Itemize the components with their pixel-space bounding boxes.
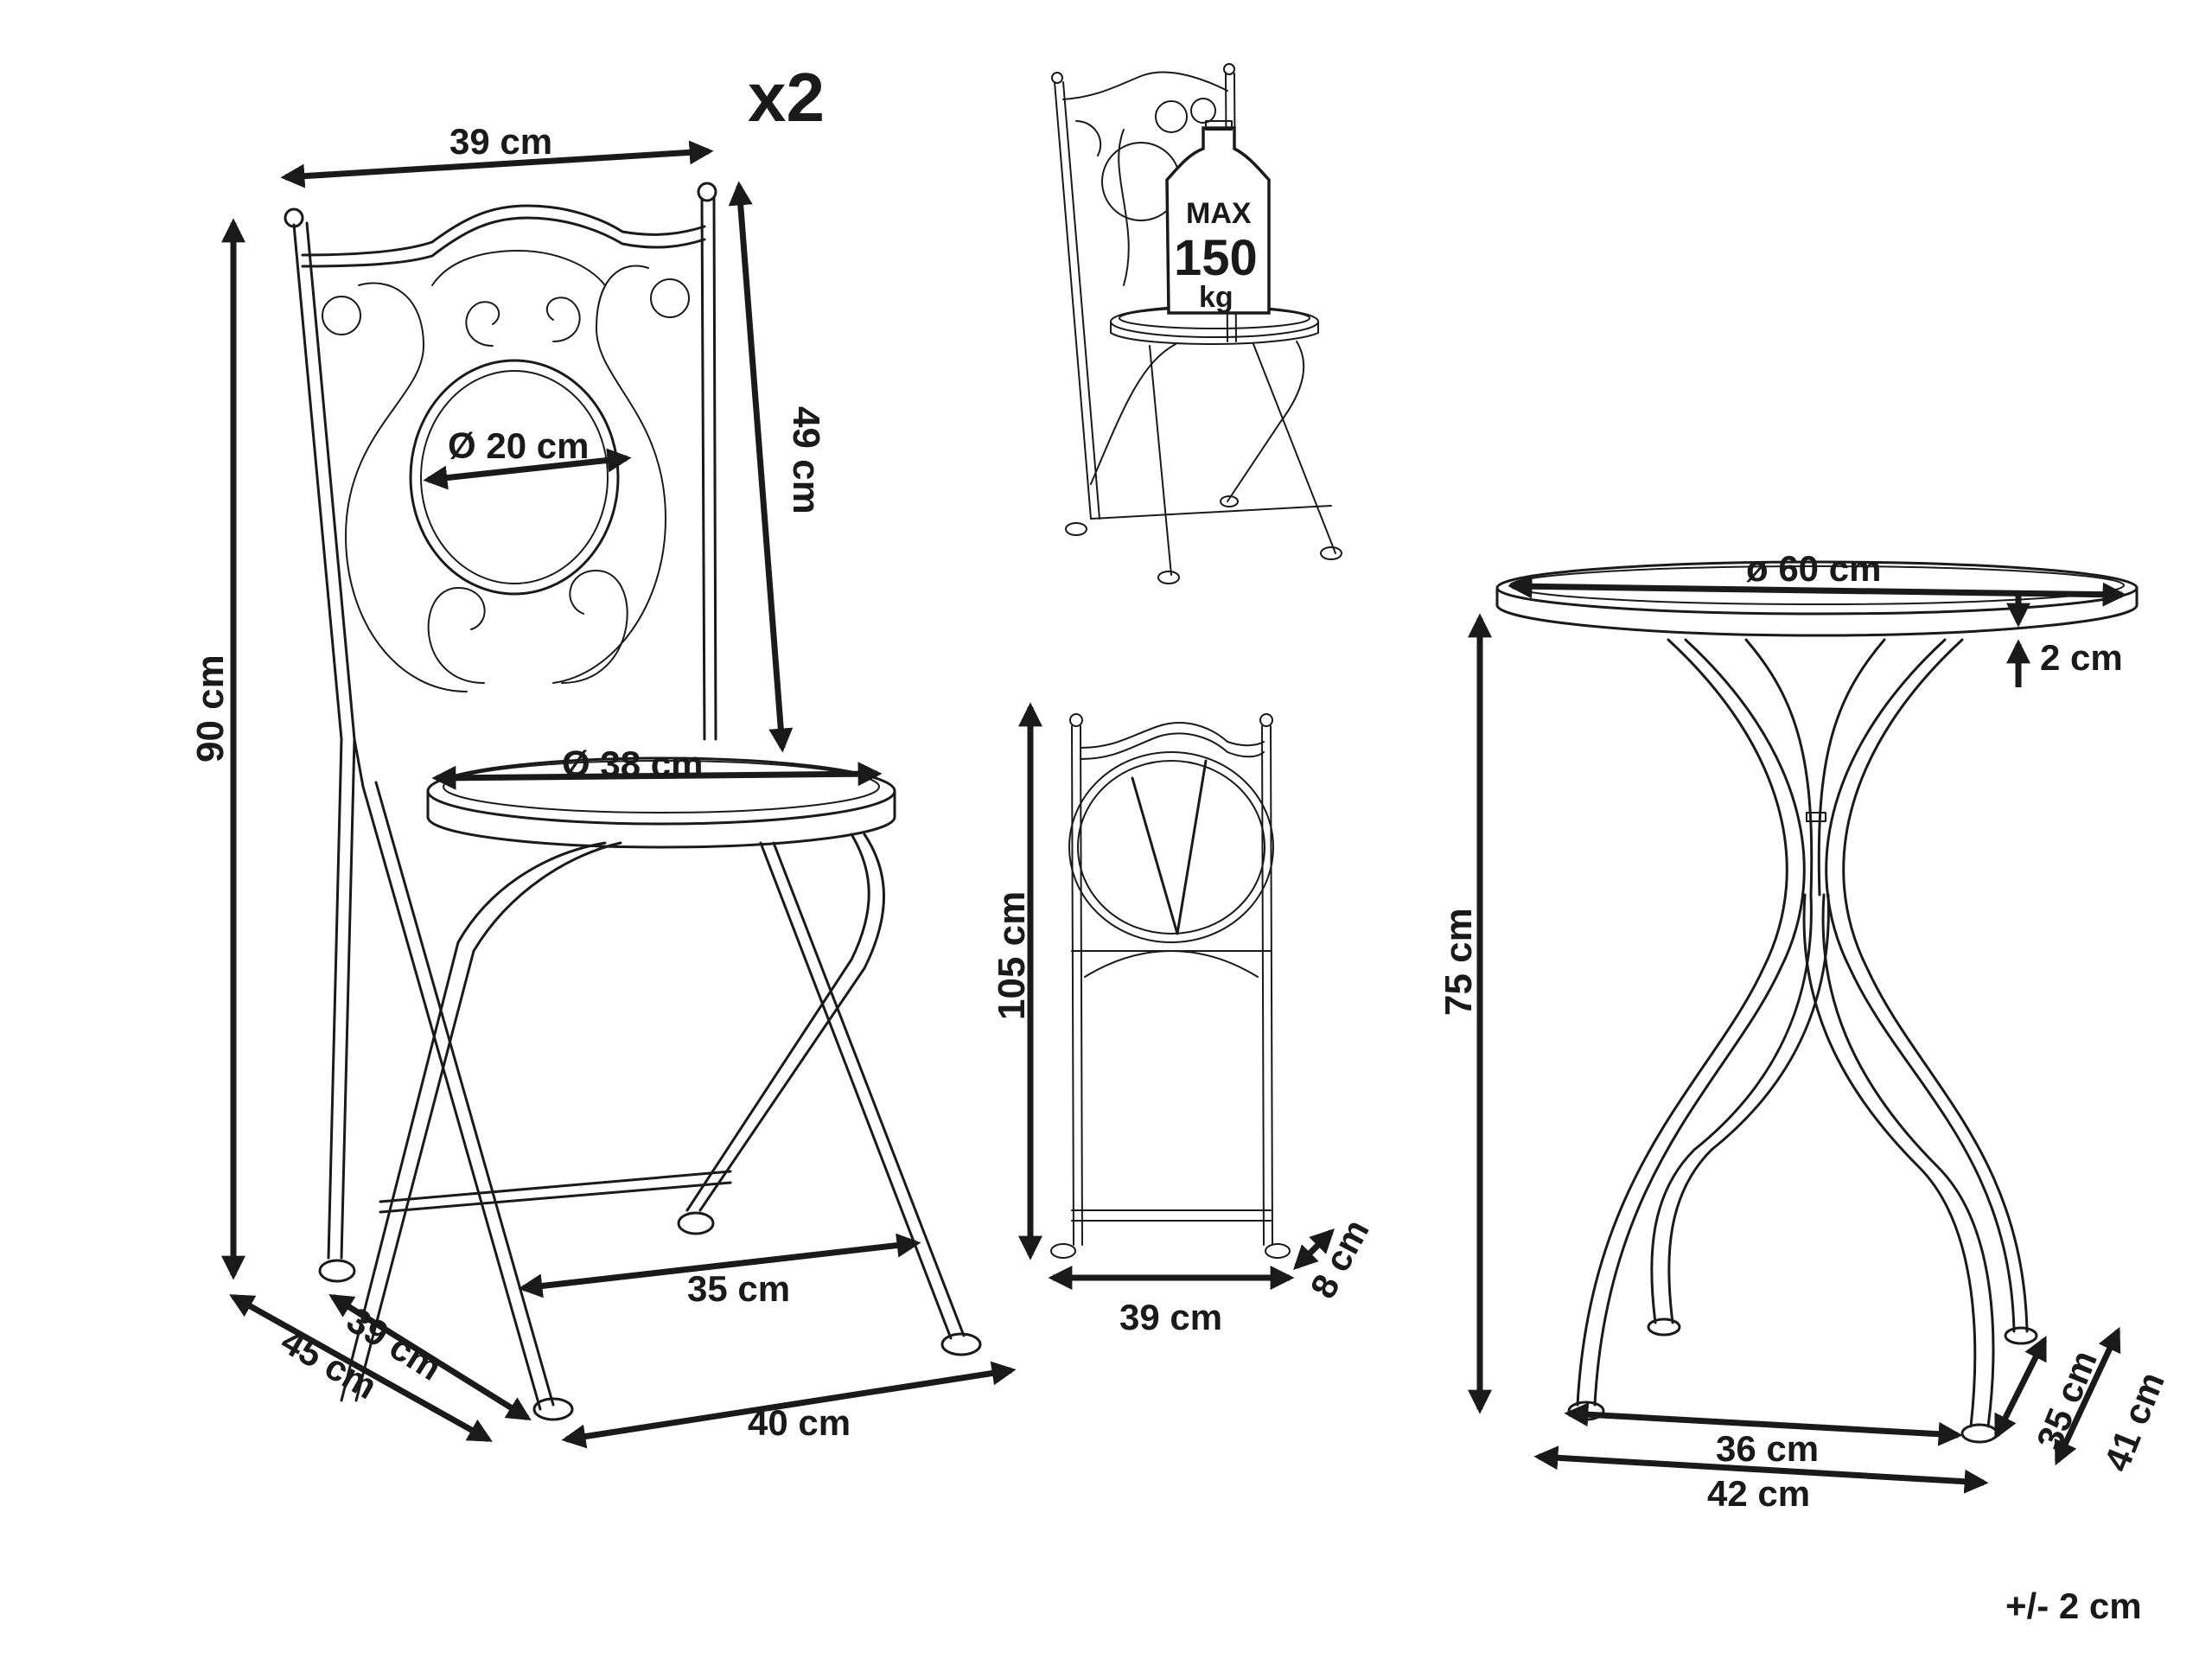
- table-depth-outer-label: 41 cm: [2096, 1366, 2172, 1477]
- dim-line-table-leg-outer: [1533, 1445, 1989, 1494]
- weight-bottle-icon: [1165, 126, 1271, 315]
- dim-line-table-depth-inner: [1993, 1335, 2048, 1440]
- dim-line-table-depth-outer: [2054, 1326, 2121, 1466]
- folded-width-label: 39 cm: [1119, 1297, 1222, 1337]
- dim-line-front-width: [561, 1361, 1017, 1449]
- dim-line-backrest-height: [728, 181, 794, 753]
- max-weight-label: 150: [1174, 230, 1258, 286]
- chair-width-top-label: 39 cm: [449, 121, 552, 162]
- table-leg-outer-label: 42 cm: [1707, 1473, 1810, 1514]
- seat-diameter-label: Ø 38 cm: [562, 743, 703, 784]
- dim-line-chair-width-top: [280, 140, 714, 188]
- folded-height-label: 105 cm: [991, 891, 1033, 1020]
- folded-chair-drawing: [1050, 713, 1291, 1259]
- table-depth-inner-label: 35 cm: [2029, 1344, 2105, 1455]
- quantity-label: x2: [748, 59, 825, 136]
- folded-depth-label: 8 cm: [1302, 1213, 1376, 1305]
- dim-line-leg-inner: [518, 1233, 921, 1298]
- table-top-thickness-label: 2 cm: [2040, 637, 2123, 678]
- table-height-label: 75 cm: [1437, 908, 1480, 1016]
- table-diameter-label: ø 60 cm: [1746, 548, 1881, 589]
- table-drawing: [1495, 560, 2139, 1444]
- chair-height-label: 90 cm: [189, 654, 232, 763]
- table-leg-inner-label: 36 cm: [1716, 1428, 1819, 1469]
- dim-line-back-circle: [423, 448, 632, 490]
- dim-line-table-leg-inner: [1564, 1402, 1963, 1446]
- tolerance-label: +/- 2 cm: [2005, 1586, 2142, 1626]
- dim-line-depth-outer: [229, 1293, 493, 1443]
- backrest-height-label: 49 cm: [785, 406, 827, 514]
- dim-line-seat: [431, 762, 883, 790]
- back-circle-label: Ø 20 cm: [448, 425, 589, 466]
- leg-inner-label: 35 cm: [687, 1268, 790, 1309]
- max-unit-label: kg: [1199, 281, 1233, 314]
- chair-drawing: [284, 182, 982, 1421]
- max-text-label: MAX: [1186, 197, 1252, 230]
- chair-load-drawing: [1051, 63, 1342, 584]
- dim-line-folded-depth: [1293, 1228, 1335, 1270]
- chair-front-width-label: 40 cm: [748, 1402, 851, 1443]
